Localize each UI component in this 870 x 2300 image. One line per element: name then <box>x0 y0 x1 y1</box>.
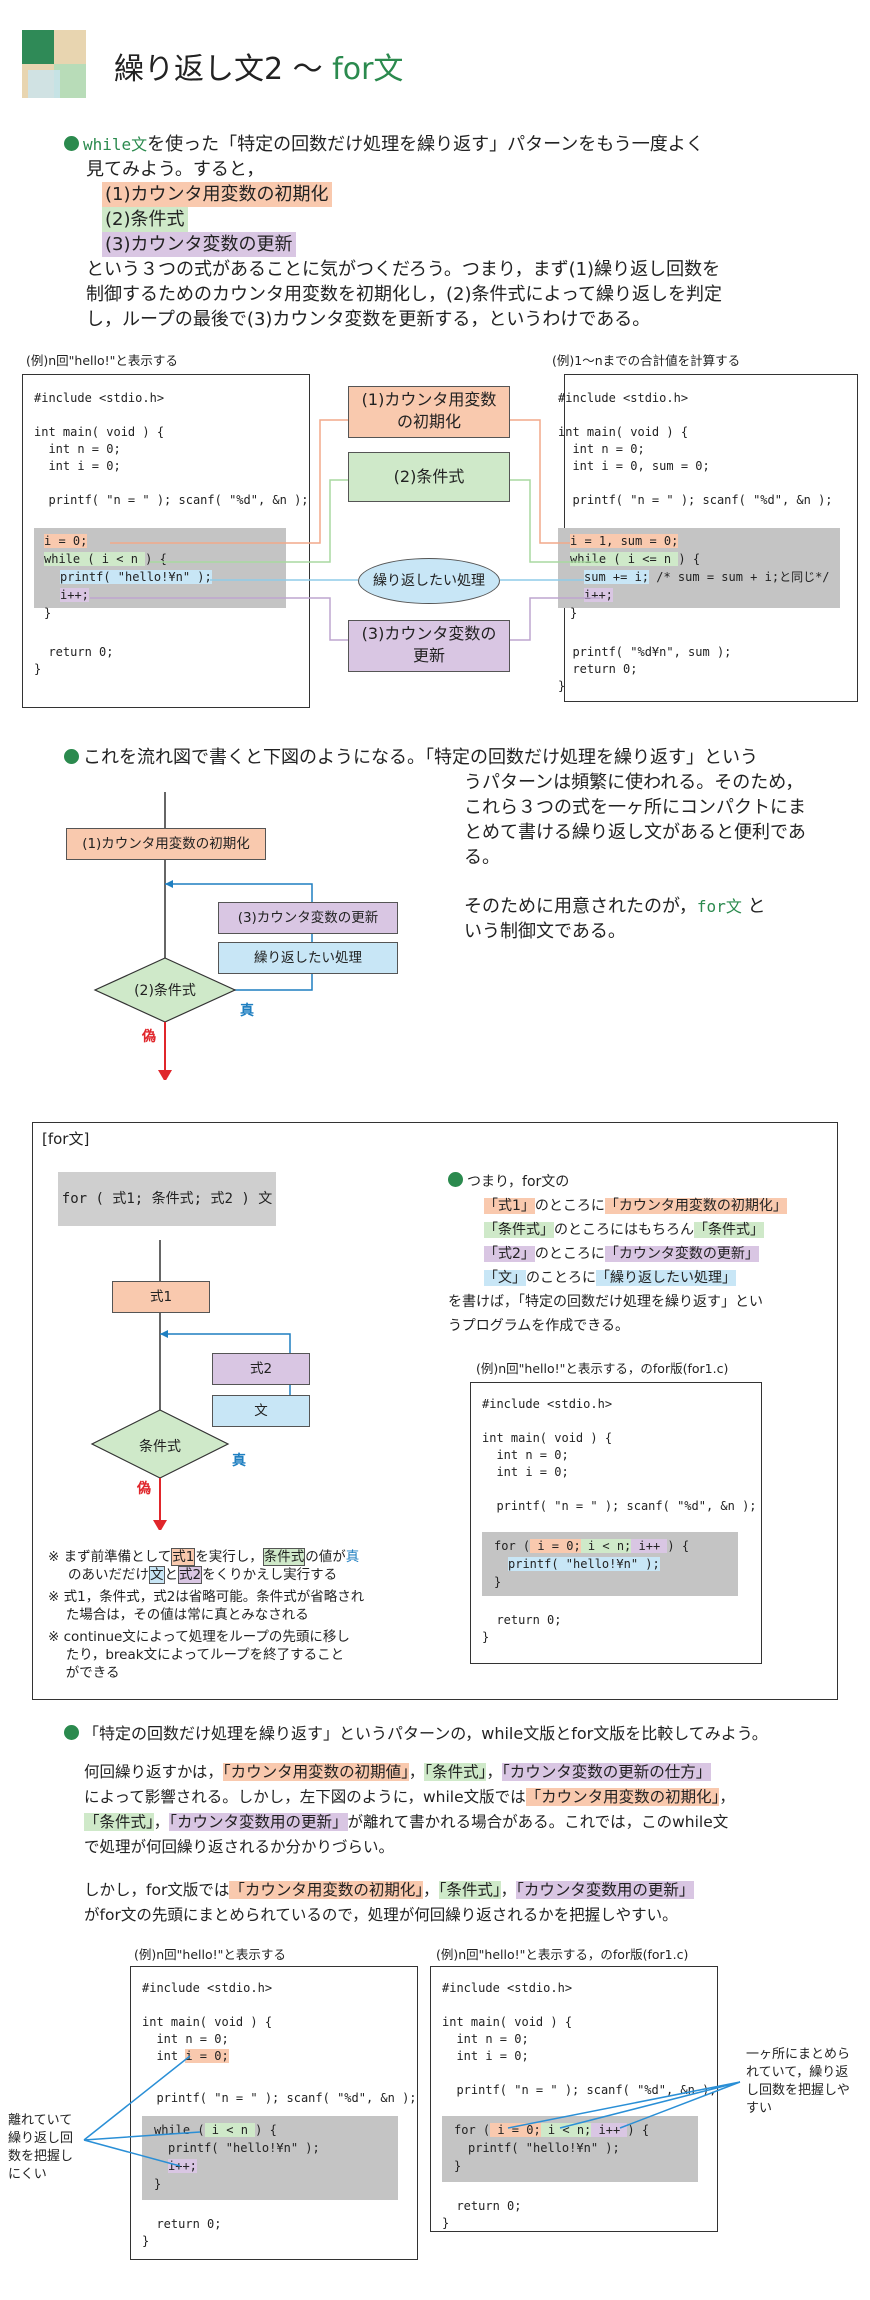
page-title: 繰り返し文2 〜 for文 <box>114 52 404 87</box>
fc-stmt: 文 <box>212 1395 310 1427</box>
for-example-caption: (例)n回"hello!"と表示する，のfor版(for1.c) <box>476 1361 729 1376</box>
compare-head: 「特定の回数だけ処理を繰り返す」というパターンの，while文版とfor文版を比… <box>64 1720 864 1744</box>
fc-update: (3)カウンタ変数の更新 <box>218 902 398 934</box>
intro-text: while文を使った「特定の回数だけ処理を繰り返す」パターンをもう一度よく 見て… <box>64 132 854 332</box>
fc-init: (1)カウンタ用変数の初期化 <box>66 828 266 860</box>
compare-right-caption: (例)n回"hello!"と表示する，のfor版(for1.c) <box>436 1947 689 1962</box>
compare-left-caption: (例)n回"hello!"と表示する <box>134 1947 286 1962</box>
compare-left-note: 離れていて 繰り返し回 数を把握し にくい <box>8 2113 74 2182</box>
fc-body: 繰り返したい処理 <box>218 942 398 974</box>
label-init: (1)カウンタ用変数 の初期化 <box>348 386 510 438</box>
flow-para-2: うパターンは頻繁に使われる。そのため， これら３つの式を一ヶ所にコンパクトにま … <box>464 772 806 868</box>
intro-item-update: (3)カウンタ変数の更新 <box>102 232 296 257</box>
label-body: 繰り返したい処理 <box>358 558 500 604</box>
flow-para-1: これを流れ図で書くと下図のようになる。「特定の回数だけ処理を繰り返す」という <box>64 745 864 770</box>
example-connectors <box>90 419 600 641</box>
fc-expr1: 式1 <box>112 1281 210 1313</box>
logo <box>22 30 86 98</box>
fc-for-true: 真 <box>232 1453 246 1469</box>
compare-pointers <box>83 2055 741 2167</box>
compare-for-code <box>430 1966 718 2232</box>
compare-text: 何回繰り返すかは，「カウンタ用変数の初期値」，「条件式」，「カウンタ変数の更新の… <box>84 1763 735 1924</box>
example-right-caption: (例)1〜nまでの合計値を計算する <box>552 353 741 368</box>
fc-false: 偽 <box>142 1029 156 1045</box>
label-cond: (2)条件式 <box>348 452 510 502</box>
example-left-caption: (例)n回"hello!"と表示する <box>26 353 178 368</box>
flowchart-for <box>90 1240 291 1530</box>
for-title: [for文] <box>42 1130 90 1148</box>
for-syntax: for ( 式1; 条件式; 式2 ) 文 <box>58 1172 276 1226</box>
compare-right-note: 一ヶ所にまとめら れていて，繰り返 し回数を把握しや すい <box>746 2047 851 2116</box>
flow-para-3: そのために用意されたのが，for文 と いう制御文である。 <box>464 896 766 942</box>
fc-for-false: 偽 <box>137 1481 151 1497</box>
label-update: (3)カウンタ変数の 更新 <box>348 620 510 672</box>
fc-for-cond: 条件式 <box>139 1439 181 1455</box>
flowchart-main <box>93 792 313 1080</box>
for-notes: ※ まず前準備として式1を実行し，条件式の値が真 のあいだだけ文と式2をくりかえ… <box>48 1548 365 1681</box>
for-example-code <box>470 1382 762 1664</box>
intro-item-init: (1)カウンタ用変数の初期化 <box>102 182 332 207</box>
fc-true: 真 <box>240 1003 254 1019</box>
intro-item-cond: (2)条件式 <box>102 207 188 232</box>
for-explanation: つまり，for文の 「式1」のところに「カウンタ用変数の初期化」 「条件式」のと… <box>448 1172 787 1334</box>
compare-while-code <box>130 1966 418 2260</box>
fc-expr2: 式2 <box>212 1353 310 1385</box>
fc-cond: (2)条件式 <box>134 983 196 999</box>
